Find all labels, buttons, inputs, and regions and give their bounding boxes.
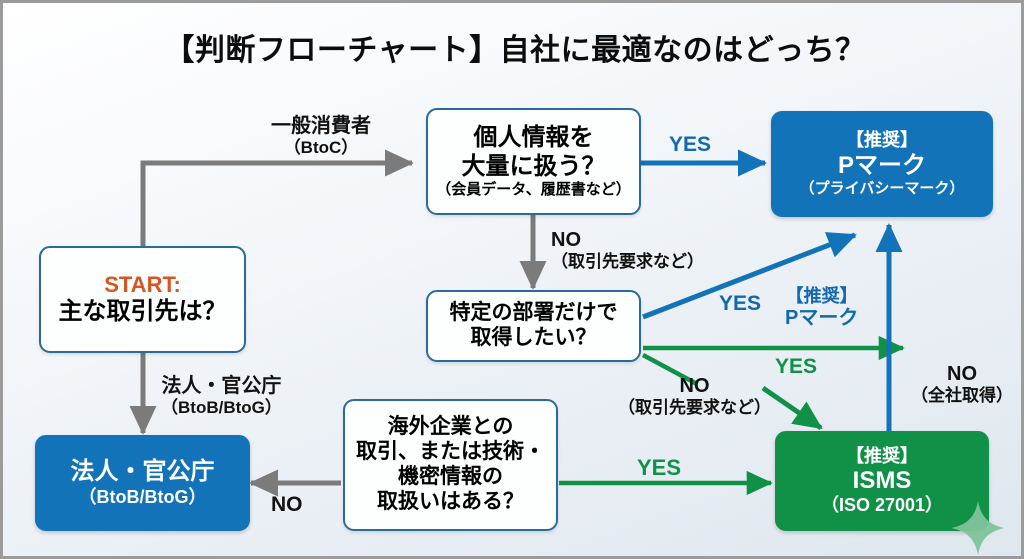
node-pmark[interactable]: 【推奨】 Pマーク （プライバシーマーク） [771,111,993,217]
node-personal-info[interactable]: 個人情報を 大量に扱う？ （会員データ、履歴書など） [426,108,641,215]
edge-label-no-personal-to-dept: NO （取引先要求など） [551,229,704,272]
edge-label-yes-dept-recommend-line1: 【推奨】 [785,286,858,306]
node-isms-line3: （ISO 27001） [820,495,944,516]
edge-label-btob: 法人・官公庁 （BtoB/BtoG） [161,375,282,418]
node-personal-info-line3: （会員データ、履歴書など） [436,180,631,198]
edge-label-btob-line1: 法人・官公庁 [161,375,282,397]
node-corporate-line2: （BtoB/BtoG） [78,486,207,507]
node-overseas-line2: 取引、または技術・ [356,440,545,464]
edge-label-yes-dept-to-pmark-text: YES [719,292,762,315]
edge-label-no-personal-to-dept-line2: （取引先要求など） [551,252,704,271]
edge-label-no-dept-to-isms: NO （取引先要求など） [618,375,771,418]
edge-label-no-personal-to-dept-line1: NO [551,229,581,251]
edge-label-yes-dept-recommend-line2: Pマーク [785,306,859,329]
node-pmark-line3: （プライバシーマーク） [799,179,965,197]
edge-label-btob-line2: （BtoB/BtoG） [161,398,282,417]
connector-dept-yes-to-pmark [642,232,857,320]
node-personal-info-line1: 個人情報を [473,124,594,152]
node-specific-dept-line1: 特定の部署だけで [449,301,618,325]
edge-label-no-overseas-to-corporate: NO [271,493,303,517]
edge-label-no-isms-to-pmark-line2: （全社取得） [911,386,1013,405]
node-isms-line1: 【推奨】 [846,445,918,466]
edge-label-no-dept-to-isms-line2: （取引先要求など） [618,398,771,417]
node-pmark-line2: Pマーク [837,151,926,179]
page-title: 【判断フローチャート】自社に最適なのはどっち？ [164,34,866,67]
node-overseas-line1: 海外企業との [387,415,514,439]
edge-label-yes-dept-to-pmark: YES [719,292,761,316]
node-start[interactable]: START: 主な取引先は？ [39,246,246,353]
node-pmark-line1: 【推奨】 [846,130,918,151]
node-overseas[interactable]: 海外企業との 取引、または技術・ 機密情報の 取扱いはある？ [343,399,558,531]
connector-start-to-personal-info [140,149,414,246]
edge-label-yes-dept-to-isms: YES [775,355,817,379]
edge-label-btoc: 一般消費者 （BtoC） [271,115,371,158]
connector-dept-no-to-isms [641,353,699,386]
node-personal-info-line2: 大量に扱う？ [461,152,606,180]
sparkle-icon [951,501,1005,555]
edge-label-yes-personal-to-pmark: YES [669,133,711,157]
edge-label-yes-dept-to-isms-text: YES [775,355,818,378]
edge-label-no-isms-to-pmark-line1: NO [947,363,977,385]
node-specific-dept-line2: 取得したい？ [470,326,597,349]
node-overseas-line4: 取扱いはある？ [377,489,524,513]
node-isms-line2: ISMS [852,466,912,494]
edge-label-yes-dept-recommend: 【推奨】 Pマーク [785,286,858,330]
edge-label-no-dept-to-isms-line1: NO [679,375,710,397]
edge-label-btoc-line2: （BtoC） [283,138,359,157]
node-overseas-line3: 機密情報の [398,465,503,488]
edge-label-yes-personal-to-pmark-text: YES [669,133,712,156]
node-corporate[interactable]: 法人・官公庁 （BtoB/BtoG） [35,435,250,531]
node-start-line1: START: [104,272,181,298]
edge-label-no-isms-to-pmark: NO （全社取得） [911,363,1013,406]
node-specific-dept[interactable]: 特定の部署だけで 取得したい？ [426,290,641,362]
node-isms[interactable]: 【推奨】 ISMS （ISO 27001） [775,431,989,531]
connector-layer [129,149,905,497]
edge-label-btoc-line1: 一般消費者 [271,115,371,137]
edge-label-no-overseas-to-corporate-text: NO [271,493,303,516]
node-start-line2: 主な取引先は？ [58,298,227,326]
node-corporate-line1: 法人・官公庁 [70,458,215,486]
connector-dept-no-arrow-to-isms [761,385,823,431]
edge-label-yes-overseas-to-isms: YES [637,455,681,480]
edge-label-yes-overseas-to-isms-text: YES [637,455,682,480]
